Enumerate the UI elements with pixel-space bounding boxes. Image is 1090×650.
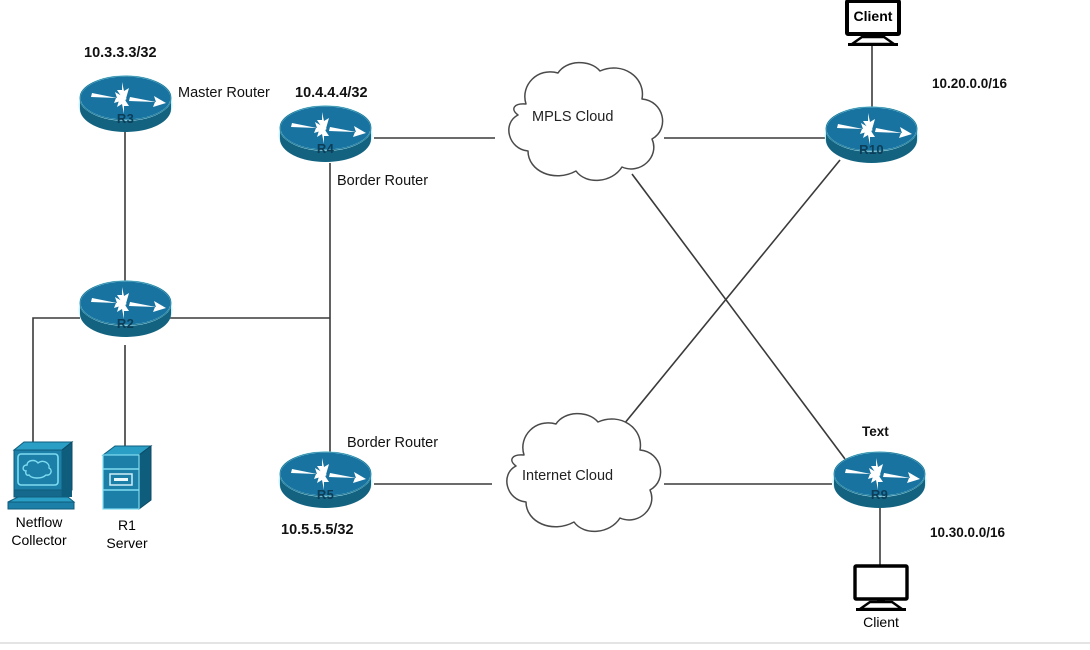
monitor-icon [845, 0, 901, 46]
role-label-r3: Master Router [178, 85, 270, 101]
router-r10[interactable]: R10 [824, 106, 919, 164]
cloud-internet[interactable]: Internet Cloud [478, 408, 678, 538]
router-r9[interactable]: R9 [832, 451, 927, 509]
router-arrows-icon [91, 287, 166, 319]
router-r3[interactable]: R3 [78, 75, 173, 133]
text-label-r9: Text [862, 424, 889, 439]
cloud-label-mpls: MPLS Cloud [532, 109, 614, 125]
router-r2[interactable]: R2 [78, 280, 173, 338]
ip-label-r3: 10.3.3.3/32 [84, 45, 157, 61]
client-top-label: Client [853, 8, 893, 24]
router-arrows-icon [845, 458, 920, 490]
router-arrows-icon [291, 112, 366, 144]
cloud-mpls[interactable]: MPLS Cloud [480, 57, 680, 187]
link-r2-netflow [32, 317, 80, 445]
subnet-label-bottom: 10.30.0.0/16 [930, 525, 1006, 540]
r1-server-label: R1 Server [106, 517, 148, 551]
router-arrows-icon [291, 458, 366, 490]
subnet-label-top: 10.20.0.0/16 [932, 76, 1008, 91]
router-r5[interactable]: R5 [278, 451, 373, 509]
link-internet-r10 [623, 159, 841, 425]
router-label-r5: R5 [316, 487, 335, 502]
client-top[interactable]: Client [840, 0, 906, 46]
role-label-r5: Border Router [347, 435, 439, 451]
router-arrows-icon [91, 82, 166, 114]
monitor-icon [853, 564, 909, 611]
role-label-r4: Border Router [337, 173, 429, 189]
router-label-r9: R9 [870, 487, 889, 502]
cloud-label-internet: Internet Cloud [522, 468, 614, 484]
router-label-r3: R3 [116, 111, 135, 126]
link-mpls-r9 [631, 173, 846, 460]
server-icon [101, 445, 153, 510]
router-label-r2: R2 [116, 316, 135, 331]
r1-server[interactable]: R1 Server [97, 443, 157, 551]
router-label-r10: R10 [859, 142, 884, 157]
netflow-collector-label: Netflow Collector [11, 514, 67, 548]
ip-label-r5: 10.5.5.5/32 [281, 522, 354, 538]
router-label-r4: R4 [316, 141, 335, 156]
netflow-collector[interactable]: Netflow Collector [2, 440, 76, 548]
ip-label-r4: 10.4.4.4/32 [295, 85, 368, 101]
router-r4[interactable]: R4 [278, 105, 373, 163]
workstation-icon [7, 440, 76, 510]
client-bottom-label: Client [863, 614, 899, 630]
client-bottom[interactable]: Client [848, 564, 914, 630]
router-arrows-icon [837, 113, 912, 145]
